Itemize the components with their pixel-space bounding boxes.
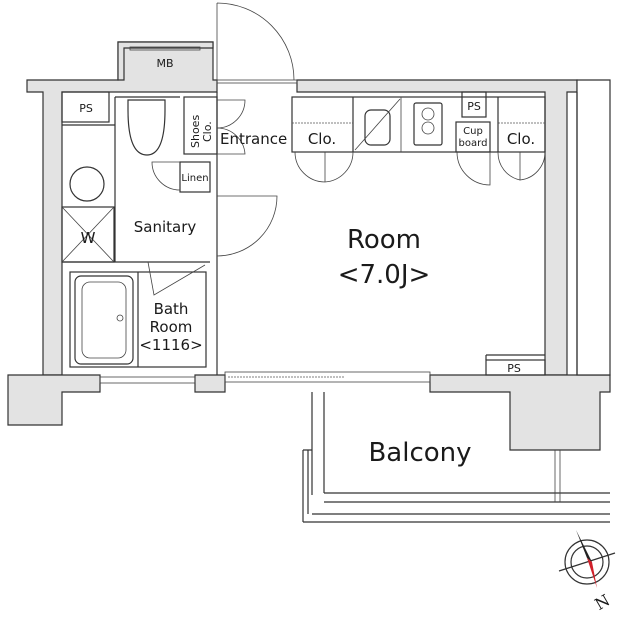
- sink: [364, 109, 391, 146]
- label-entrance: Entrance: [220, 130, 287, 148]
- compass-icon: N: [558, 530, 616, 614]
- label-shoes-clo: Clo.: [201, 121, 214, 142]
- label-ps-left: PS: [79, 102, 93, 115]
- label-closet-right: Clo.: [507, 130, 535, 148]
- label-mb: MB: [156, 57, 173, 70]
- toilet: [127, 99, 166, 156]
- label-north: N: [591, 591, 613, 614]
- label-ps-kitchen: PS: [467, 100, 481, 113]
- label-bath-room: Room: [150, 318, 193, 336]
- label-bath-size: <1116>: [139, 336, 202, 354]
- walls: [7, 41, 611, 451]
- label-closet-left: Clo.: [308, 130, 336, 148]
- label-shoes: Shoes: [189, 115, 202, 148]
- label-cupboard-board: board: [459, 138, 488, 149]
- stove: [413, 102, 443, 146]
- label-ps-room: PS: [507, 362, 521, 375]
- washing-machine-space: [61, 206, 115, 263]
- label-balcony: Balcony: [368, 438, 471, 468]
- bathtub: [74, 275, 134, 365]
- washbasin: [69, 166, 105, 202]
- fixtures: [61, 98, 443, 365]
- balcony-structure: [302, 392, 610, 523]
- label-bath: Bath: [154, 300, 189, 318]
- label-washer: W: [81, 229, 96, 247]
- label-linen: Linen: [181, 173, 208, 184]
- doors: [147, 2, 546, 296]
- label-room-size: <7.0J>: [338, 260, 431, 290]
- label-cupboard: Cup: [463, 126, 483, 137]
- compass-needle: [587, 558, 597, 588]
- label-room: Room: [347, 225, 421, 255]
- windows: [99, 46, 431, 384]
- label-sanitary: Sanitary: [134, 218, 197, 236]
